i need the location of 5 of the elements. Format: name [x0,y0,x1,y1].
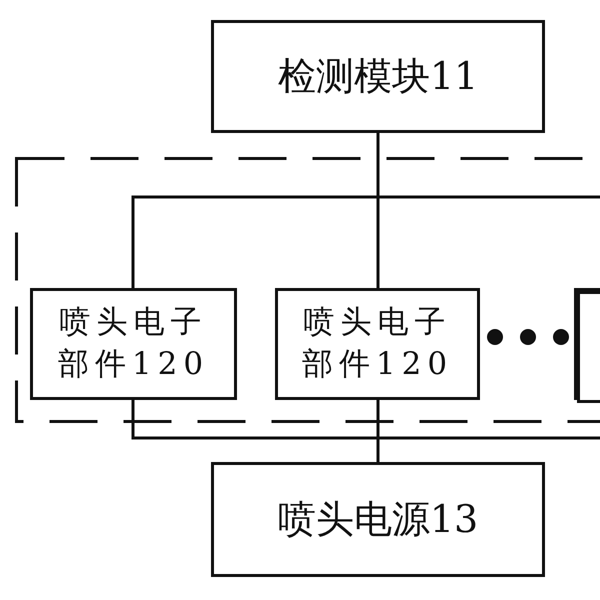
power-supply-box: 喷头电源13 [211,462,545,577]
dashed-group-box [15,157,600,423]
component-box: 喷头电子部件120 [30,288,237,400]
component-box: 喷头电子部件120 [275,288,480,400]
module-box: 检测模块11 [211,20,545,133]
